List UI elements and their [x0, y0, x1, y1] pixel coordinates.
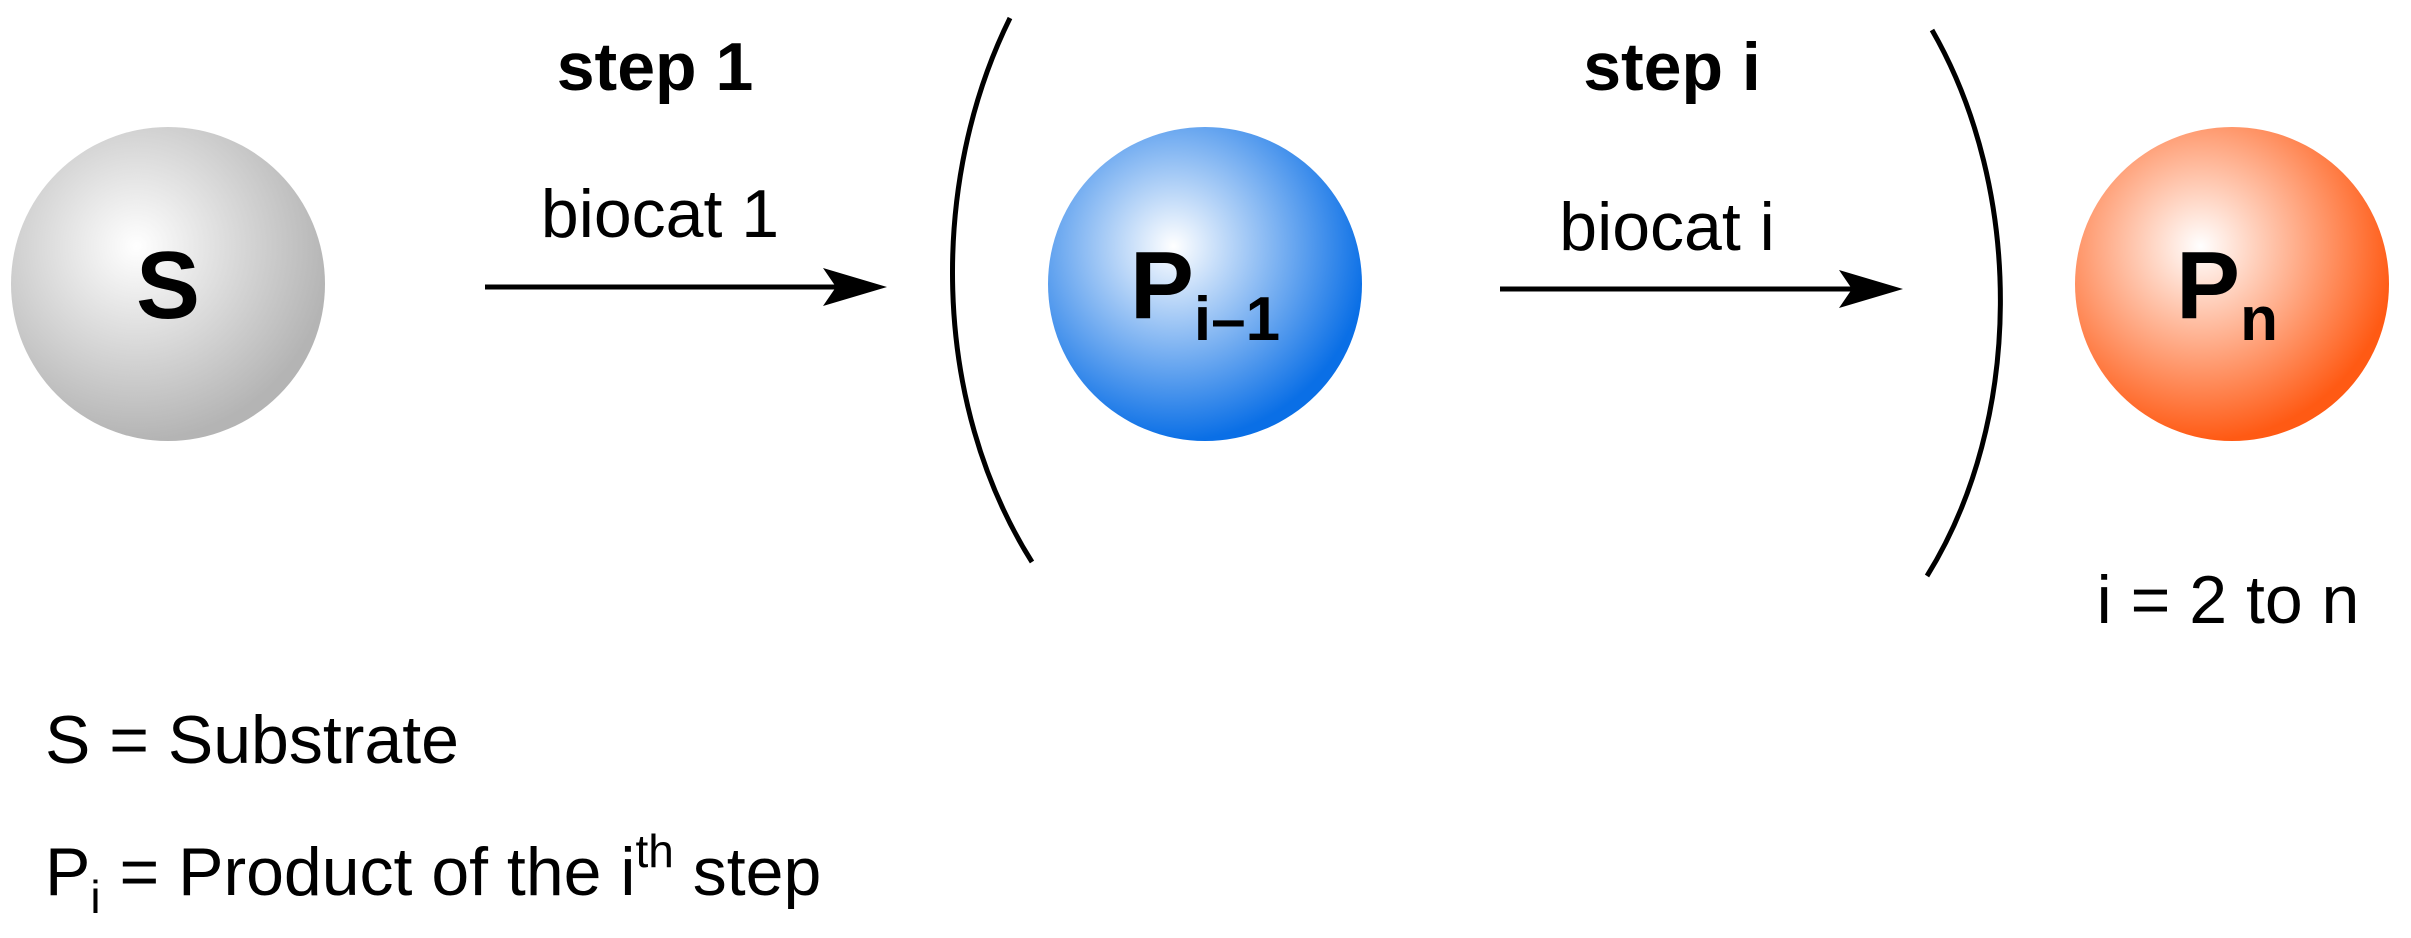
intermediate-label: Pi–1 [1130, 232, 1280, 354]
final-subscript: n [2240, 285, 2278, 354]
legend-substrate: S = Substrate [45, 702, 459, 778]
step-1-catalyst: biocat 1 [541, 176, 779, 252]
legend-product-def-after: step [674, 834, 821, 910]
legend-product-symbol: P [45, 834, 90, 910]
step-1-title: step 1 [557, 29, 754, 105]
legend-product-def-before: = Product of the i [101, 834, 636, 910]
substrate-symbol: S [136, 232, 200, 339]
step-1-arrowhead [823, 268, 887, 306]
legend-product-def-superscript: th [635, 825, 673, 877]
substrate-sphere [11, 127, 325, 441]
left-parenthesis [950, 16, 1035, 564]
step-i-arrowhead [1839, 270, 1903, 308]
final-node: Pn [2075, 127, 2389, 441]
final-symbol: P [2176, 232, 2240, 339]
intermediate-node: Pi–1 [1048, 127, 1362, 441]
step-1: step 1 biocat 1 [485, 29, 887, 306]
range-note: i = 2 to n [2097, 562, 2360, 638]
legend-product: Pi = Product of the ith step [45, 825, 821, 923]
intermediate-symbol: P [1130, 232, 1194, 339]
substrate-node: S [11, 127, 325, 441]
right-parenthesis [1924, 28, 2003, 578]
legend-product-subscript: i [90, 871, 100, 923]
final-sphere [2075, 127, 2389, 441]
step-i-catalyst: biocat i [1559, 189, 1774, 265]
intermediate-sphere [1048, 127, 1362, 441]
step-i-title: step i [1583, 29, 1761, 105]
final-label: Pn [2176, 232, 2278, 354]
step-i: step i biocat i [1500, 29, 1903, 308]
intermediate-subscript: i–1 [1194, 285, 1280, 354]
legend: S = Substrate Pi = Product of the ith st… [45, 702, 821, 923]
